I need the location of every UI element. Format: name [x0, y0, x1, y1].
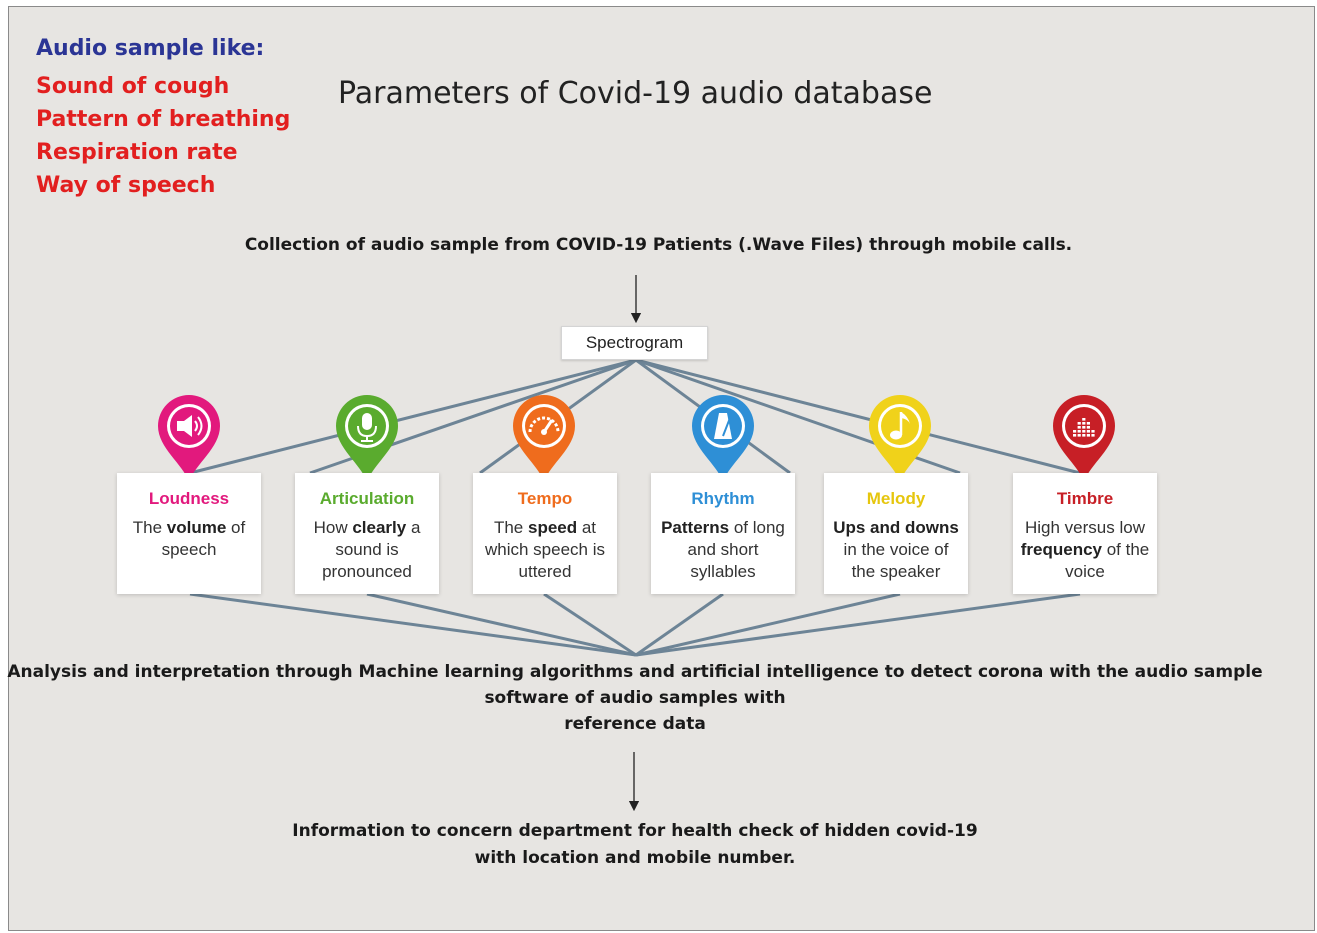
analysis-step-text: Analysis and interpretation through Mach…	[0, 659, 1270, 737]
description-text: How	[313, 518, 353, 537]
parameter-description: The volume of speech	[117, 517, 261, 561]
connector-line-bottom	[635, 592, 1081, 657]
info-line: Information to concern department for he…	[292, 821, 978, 841]
equalizer-icon	[1073, 418, 1095, 437]
connector-line-bottom	[635, 592, 901, 657]
speedometer-icon	[528, 416, 560, 435]
audio-sample-item: Sound of cough	[36, 74, 230, 99]
description-emphasis: frequency	[1020, 540, 1102, 559]
diagram-canvas	[8, 6, 1315, 931]
description-emphasis: speed	[527, 518, 578, 537]
collection-step-text: Collection of audio sample from COVID-19…	[244, 235, 1073, 255]
description-text: High versus low	[1025, 518, 1145, 537]
audio-sample-item: Way of speech	[36, 173, 216, 198]
map-pin-tempo	[511, 393, 577, 485]
description-text: at which speech is uttered	[484, 518, 605, 581]
microphone-icon	[357, 413, 377, 442]
parameter-name: Tempo	[517, 489, 573, 508]
description-text: The	[132, 518, 167, 537]
info-line: with location and mobile number.	[474, 848, 796, 868]
description-emphasis: Ups and downs	[833, 518, 959, 537]
description-emphasis: clearly	[352, 518, 407, 537]
audio-sample-item: Respiration rate	[36, 140, 238, 165]
description-emphasis: Patterns	[661, 518, 730, 537]
audio-sample-item: Pattern of breathing	[36, 107, 291, 132]
parameter-name: Loudness	[148, 489, 230, 508]
parameter-description: Patterns of long and short syllables	[651, 517, 795, 583]
music-note-icon	[890, 412, 910, 440]
parameter-name: Melody	[866, 489, 926, 508]
connector-line-bottom	[543, 592, 637, 657]
parameter-name: Rhythm	[691, 489, 755, 508]
parameter-name: Articulation	[319, 489, 415, 508]
audio-samples-list: Sound of cough Pattern of breathing Resp…	[36, 70, 290, 202]
speaker-icon	[177, 415, 203, 437]
map-pin-loudness	[156, 393, 222, 485]
parameter-name: Timbre	[1056, 489, 1114, 508]
parameter-description: How clearly a sound is pronounced	[295, 517, 439, 583]
diagram-title: Parameters of Covid-19 audio database	[338, 76, 933, 111]
information-step-text: Information to concern department for he…	[0, 818, 1270, 872]
analysis-line: software of audio samples with	[484, 688, 786, 708]
connector-line-top	[189, 358, 637, 475]
description-text: of long and short syllables	[687, 518, 785, 581]
connector-line-top	[635, 358, 1081, 475]
description-text: a sound is pronounced	[322, 518, 421, 581]
map-pin-melody	[867, 393, 933, 485]
parameter-description: The speed at which speech is uttered	[473, 517, 617, 583]
parameter-description: Ups and downs in the voice of the speake…	[824, 517, 968, 583]
connector-line-bottom	[189, 592, 637, 657]
map-pin-timbre	[1051, 393, 1117, 485]
description-text: of the voice	[1065, 540, 1150, 581]
spectrogram-node: Spectrogram	[561, 326, 708, 360]
connector-line-bottom	[366, 592, 637, 657]
map-pin-rhythm	[690, 393, 756, 485]
map-pin-articulation	[334, 393, 400, 485]
description-emphasis: volume	[166, 518, 227, 537]
description-text: of speech	[161, 518, 246, 559]
description-text: in the voice of the speaker	[843, 540, 949, 581]
audio-samples-heading: Audio sample like:	[36, 36, 265, 61]
metronome-icon	[714, 413, 732, 439]
description-text: The	[493, 518, 528, 537]
analysis-line: Analysis and interpretation through Mach…	[7, 662, 1263, 682]
connector-line-bottom	[635, 592, 724, 657]
analysis-line: reference data	[564, 714, 706, 734]
parameter-description: High versus low frequency of the voice	[1013, 517, 1157, 583]
